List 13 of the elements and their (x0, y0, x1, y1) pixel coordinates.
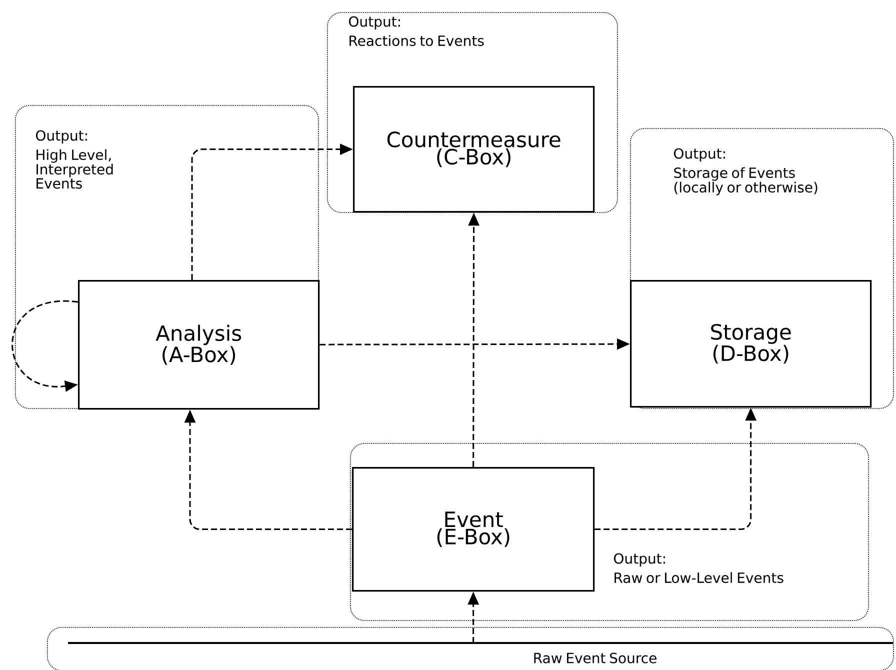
process-box: Analysis (A-Box) (78, 280, 320, 410)
source-label: Raw Event Source (534, 652, 656, 664)
output-description: Raw or Low-Level Events (614, 572, 784, 584)
output-heading: Output: (36, 130, 87, 144)
output-heading: Output: (349, 16, 400, 30)
output-description: Reactions to Events (350, 35, 484, 46)
output-description: High Level, Interpreted Events (36, 149, 113, 189)
output-heading: Output: (614, 553, 665, 567)
output-description: Storage of Events (locally or otherwise) (674, 167, 818, 196)
process-box: Storage (D-Box) (630, 280, 872, 408)
output-heading: Output: (674, 148, 725, 162)
process-box: Countermeasure (C-Box) (353, 86, 595, 213)
process-box: Event (E-Box) (352, 467, 595, 592)
